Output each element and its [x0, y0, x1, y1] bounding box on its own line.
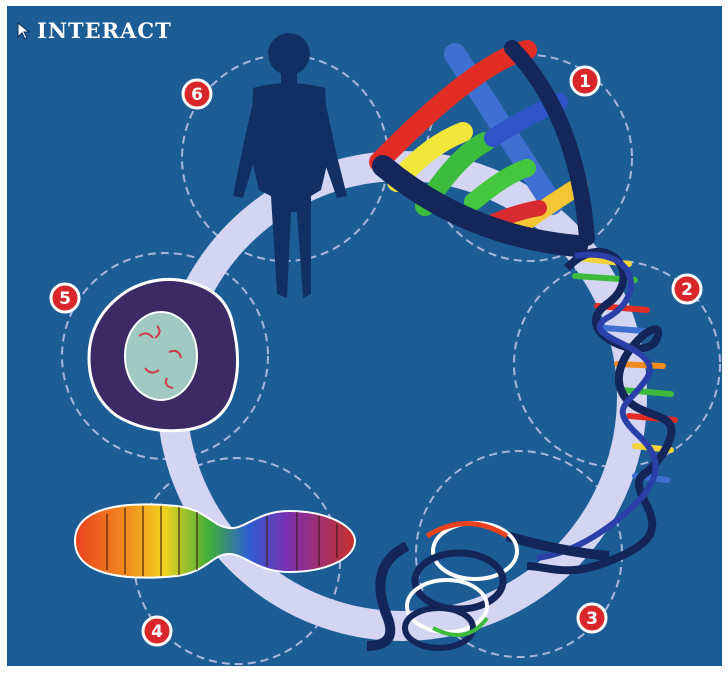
- stage-badge-number: 1: [579, 72, 591, 92]
- stage-badge-number: 3: [586, 609, 598, 629]
- genome-cycle-diagram: 1 2 3 4 5 6: [7, 6, 722, 666]
- cell-nucleus-icon: [89, 279, 238, 430]
- stage-badge-2[interactable]: 2: [673, 275, 701, 303]
- stage-badge-6[interactable]: 6: [183, 80, 211, 108]
- interact-button[interactable]: INTERACT: [17, 18, 172, 43]
- pointer-cursor-icon: [17, 22, 31, 40]
- stage-badge-1[interactable]: 1: [571, 67, 599, 95]
- stage-badge-5[interactable]: 5: [51, 284, 79, 312]
- stage-badge-number: 5: [59, 289, 71, 309]
- interact-label: INTERACT: [37, 18, 172, 43]
- stage-badge-4[interactable]: 4: [143, 617, 171, 645]
- stage-badge-number: 4: [151, 622, 163, 642]
- human-body-icon: [233, 33, 347, 298]
- stage-badge-number: 6: [191, 85, 203, 105]
- stage-badge-number: 2: [681, 280, 693, 300]
- diagram-canvas: 1 2 3 4 5 6 INTERACT: [7, 6, 722, 666]
- stage-badge-3[interactable]: 3: [578, 604, 606, 632]
